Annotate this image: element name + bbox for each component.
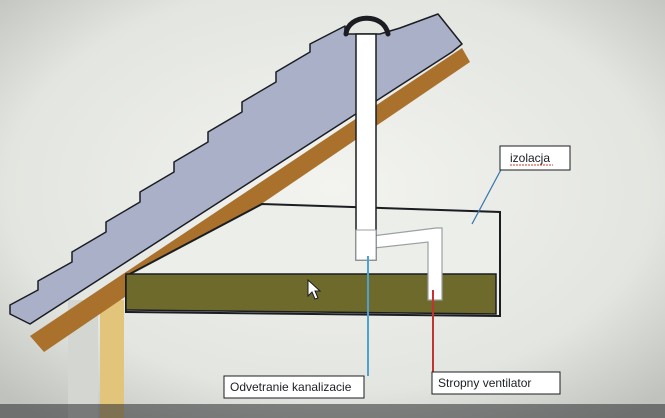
roof-tiles [9, 13, 463, 325]
insulation-layer [125, 273, 497, 315]
vent-pipe [355, 33, 377, 261]
label-sewer-vent: Odvetranie kanalizacie [223, 375, 365, 399]
label-sewer-vent-text: Odvetranie kanalizacie [230, 380, 352, 394]
support-post-left [100, 300, 124, 418]
mouse-pointer-icon [307, 278, 322, 300]
screen-bezel [0, 404, 665, 418]
vent-cap-icon [343, 15, 391, 37]
label-insulation-text: izolacja [510, 151, 550, 165]
insulation-leader [471, 163, 505, 225]
label-ceiling-fan-text: Stropny ventilator [438, 376, 531, 390]
ceiling-fan-duct [371, 227, 443, 301]
label-insulation: izolacja [499, 145, 571, 171]
label-ceiling-fan: Stropny ventilator [431, 371, 561, 395]
